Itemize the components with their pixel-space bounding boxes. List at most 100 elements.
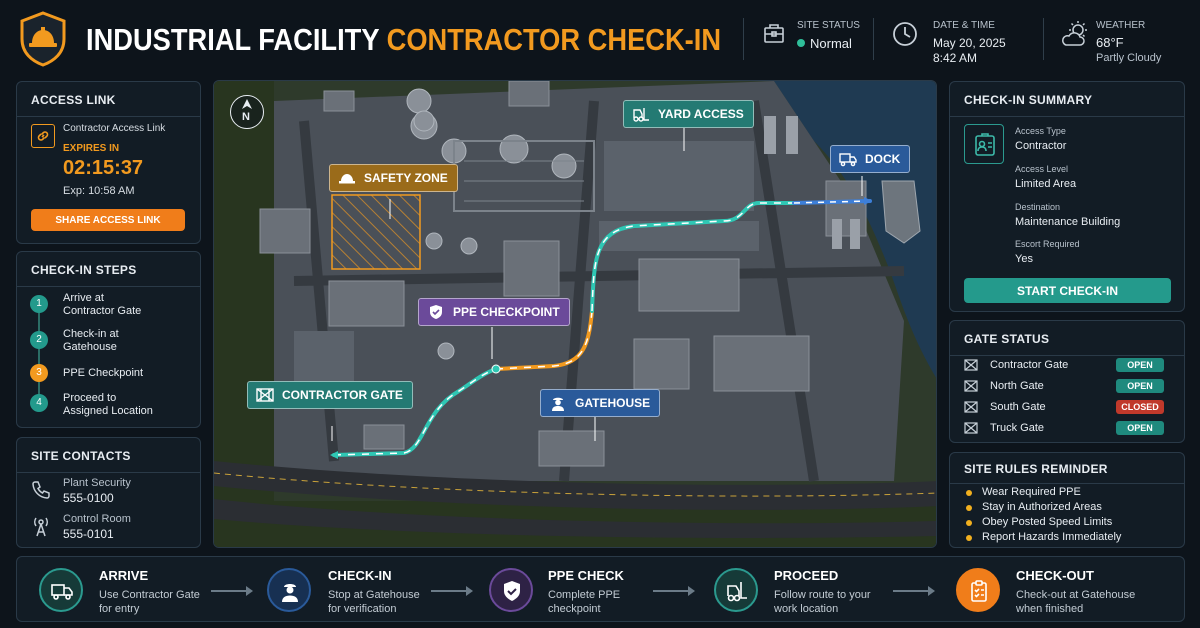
header-divider [743, 18, 744, 60]
access-link-panel: ACCESS LINK Contractor Access Link EXPIR… [16, 81, 201, 244]
summary-field-value: Limited Area [1015, 178, 1077, 190]
compass-arrow-icon [242, 99, 252, 109]
map-label-text: DOCK [865, 152, 901, 166]
step-number: 4 [30, 394, 48, 412]
summary-field-label: Escort Required [1015, 239, 1080, 249]
checkin-steps-title: CHECK-IN STEPS [31, 263, 137, 277]
flow-arrow-icon [211, 586, 253, 596]
gate-row: North Gate OPEN [964, 378, 1170, 396]
header-divider [873, 18, 874, 60]
id-badge-icon [975, 133, 995, 156]
share-access-link-button[interactable]: SHARE ACCESS LINK [31, 209, 185, 231]
header: INDUSTRIAL FACILITY CONTRACTOR CHECK-IN … [0, 0, 1200, 78]
summary-field-value: Contractor [1015, 140, 1067, 152]
page-title: INDUSTRIAL FACILITY CONTRACTOR CHECK-IN [86, 22, 722, 57]
step-number: 1 [30, 295, 48, 313]
step-line2: Contractor Gate [63, 305, 142, 317]
map-label-yard-access[interactable]: YARD ACCESS [623, 100, 754, 128]
flow-step-icon [956, 568, 1000, 612]
step-line1: Arrive at [63, 292, 104, 304]
summary-field-label: Destination [1015, 202, 1061, 212]
weather-label: WEATHER [1096, 20, 1146, 31]
step-number: 2 [30, 331, 48, 349]
forklift-icon [727, 582, 747, 602]
gate-status-badge: OPEN [1116, 421, 1164, 435]
flow-step-icon [714, 568, 758, 612]
gate-row: Contractor Gate OPEN [964, 357, 1170, 375]
countdown-timer: 02:15:37 [63, 157, 144, 179]
expiry-time: Exp: 10:58 AM [63, 185, 135, 197]
shield-logo-icon [20, 11, 66, 67]
gate-status-panel: GATE STATUS Contractor Gate OPEN North G… [949, 320, 1185, 443]
map-label-text: SAFETY ZONE [364, 171, 448, 185]
gate-name: South Gate [990, 401, 1046, 413]
gate-status-badge: OPEN [1116, 379, 1164, 393]
site-status-dot [797, 39, 805, 47]
rule-item: Wear Required PPE [964, 486, 1174, 500]
gate-icon [964, 401, 978, 413]
flow-step-icon [267, 568, 311, 612]
gate-row: Truck Gate OPEN [964, 420, 1170, 438]
step-item: 3 PPE Checkpoint [17, 363, 202, 385]
facility-map[interactable]: N YARD ACCESS DOCK SAFETY ZONE PPE CHECK… [213, 80, 937, 548]
flow-step-title: CHECK-IN [328, 568, 392, 583]
compass-north-label: N [242, 111, 250, 123]
contact-name: Control Room [63, 513, 131, 525]
flow-step-icon [39, 568, 83, 612]
checkin-summary-title: CHECK-IN SUMMARY [964, 93, 1093, 107]
map-label-text: CONTRACTOR GATE [282, 388, 403, 402]
truck-icon [839, 153, 857, 167]
site-status-icon [764, 24, 784, 43]
bullet-icon [966, 535, 972, 541]
access-link-title: ACCESS LINK [31, 93, 116, 107]
steps-connector [38, 307, 40, 407]
contact-phone[interactable]: 555-0101 [63, 527, 114, 541]
step-item: 2 Check-in at Gatehouse [17, 328, 202, 358]
security-guard-icon [552, 397, 564, 411]
checkin-summary-panel: CHECK-IN SUMMARY Access Type Contractor … [949, 81, 1185, 312]
summary-field-value: Yes [1015, 253, 1033, 265]
flow-step-title: PROCEED [774, 568, 839, 583]
bullet-icon [966, 505, 972, 511]
shield-check-icon [504, 581, 520, 601]
map-label-dock[interactable]: DOCK [830, 145, 911, 173]
map-label-text: YARD ACCESS [658, 107, 744, 121]
rule-text: Report Hazards Immediately [982, 531, 1122, 543]
rule-item: Obey Posted Speed Limits [964, 516, 1174, 530]
rule-item: Stay in Authorized Areas [964, 501, 1174, 515]
summary-field-label: Access Level [1015, 164, 1069, 174]
step-item: 4 Proceed to Assigned Location [17, 392, 202, 422]
access-link-label[interactable]: Contractor Access Link [63, 123, 166, 134]
flow-arrow-icon [893, 586, 935, 596]
map-label-gatehouse[interactable]: GATEHOUSE [540, 389, 661, 417]
step-number: 3 [30, 364, 48, 382]
step-line1: Check-in at [63, 328, 119, 340]
header-divider [1043, 18, 1044, 60]
link-icon-box [31, 124, 55, 148]
site-contacts-panel: SITE CONTACTS Plant Security 555-0100 Co… [16, 437, 201, 548]
date-value: May 20, 2025 [933, 36, 1006, 50]
contact-name: Plant Security [63, 477, 131, 489]
step-line1: Proceed to [63, 392, 117, 404]
start-checkin-button[interactable]: START CHECK-IN [964, 278, 1171, 303]
expires-label: EXPIRES IN [63, 143, 120, 154]
gate-icon [256, 388, 274, 402]
site-contacts-title: SITE CONTACTS [31, 449, 131, 463]
summary-field-label: Access Type [1015, 126, 1066, 136]
map-label-contractor-gate[interactable]: CONTRACTOR GATE [247, 381, 413, 409]
map-label-ppe-checkpoint[interactable]: PPE CHECKPOINT [418, 298, 570, 326]
map-label-text: PPE CHECKPOINT [453, 305, 560, 319]
compass: N [230, 95, 264, 129]
security-guard-icon [282, 584, 298, 602]
gate-row: South Gate CLOSED [964, 399, 1170, 417]
flow-step-title: ARRIVE [99, 568, 149, 583]
bullet-icon [966, 490, 972, 496]
partly-cloudy-icon [1062, 21, 1087, 46]
checkin-steps-panel: CHECK-IN STEPS 1 Arrive at Contractor Ga… [16, 251, 201, 428]
contact-phone[interactable]: 555-0100 [63, 491, 114, 505]
map-label-safety-zone[interactable]: SAFETY ZONE [329, 164, 458, 192]
